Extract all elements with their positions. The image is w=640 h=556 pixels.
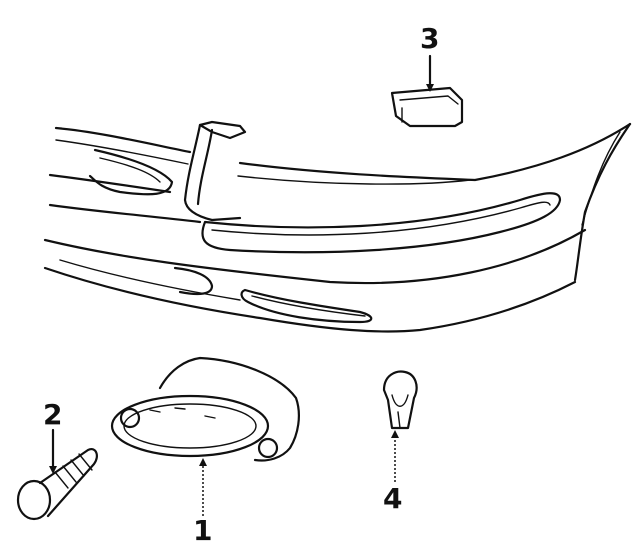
leader-lines — [49, 54, 434, 516]
part-4-bulb — [382, 370, 418, 430]
part-2-screw — [16, 448, 98, 521]
callout-3: 3 — [420, 22, 439, 55]
callout-2: 2 — [43, 398, 62, 431]
callout-4: 4 — [383, 482, 402, 515]
part-1-side-marker-lamp — [110, 356, 300, 462]
bumper-cover — [43, 120, 632, 333]
callout-1: 1 — [193, 514, 212, 547]
part-3-clip — [390, 86, 464, 128]
